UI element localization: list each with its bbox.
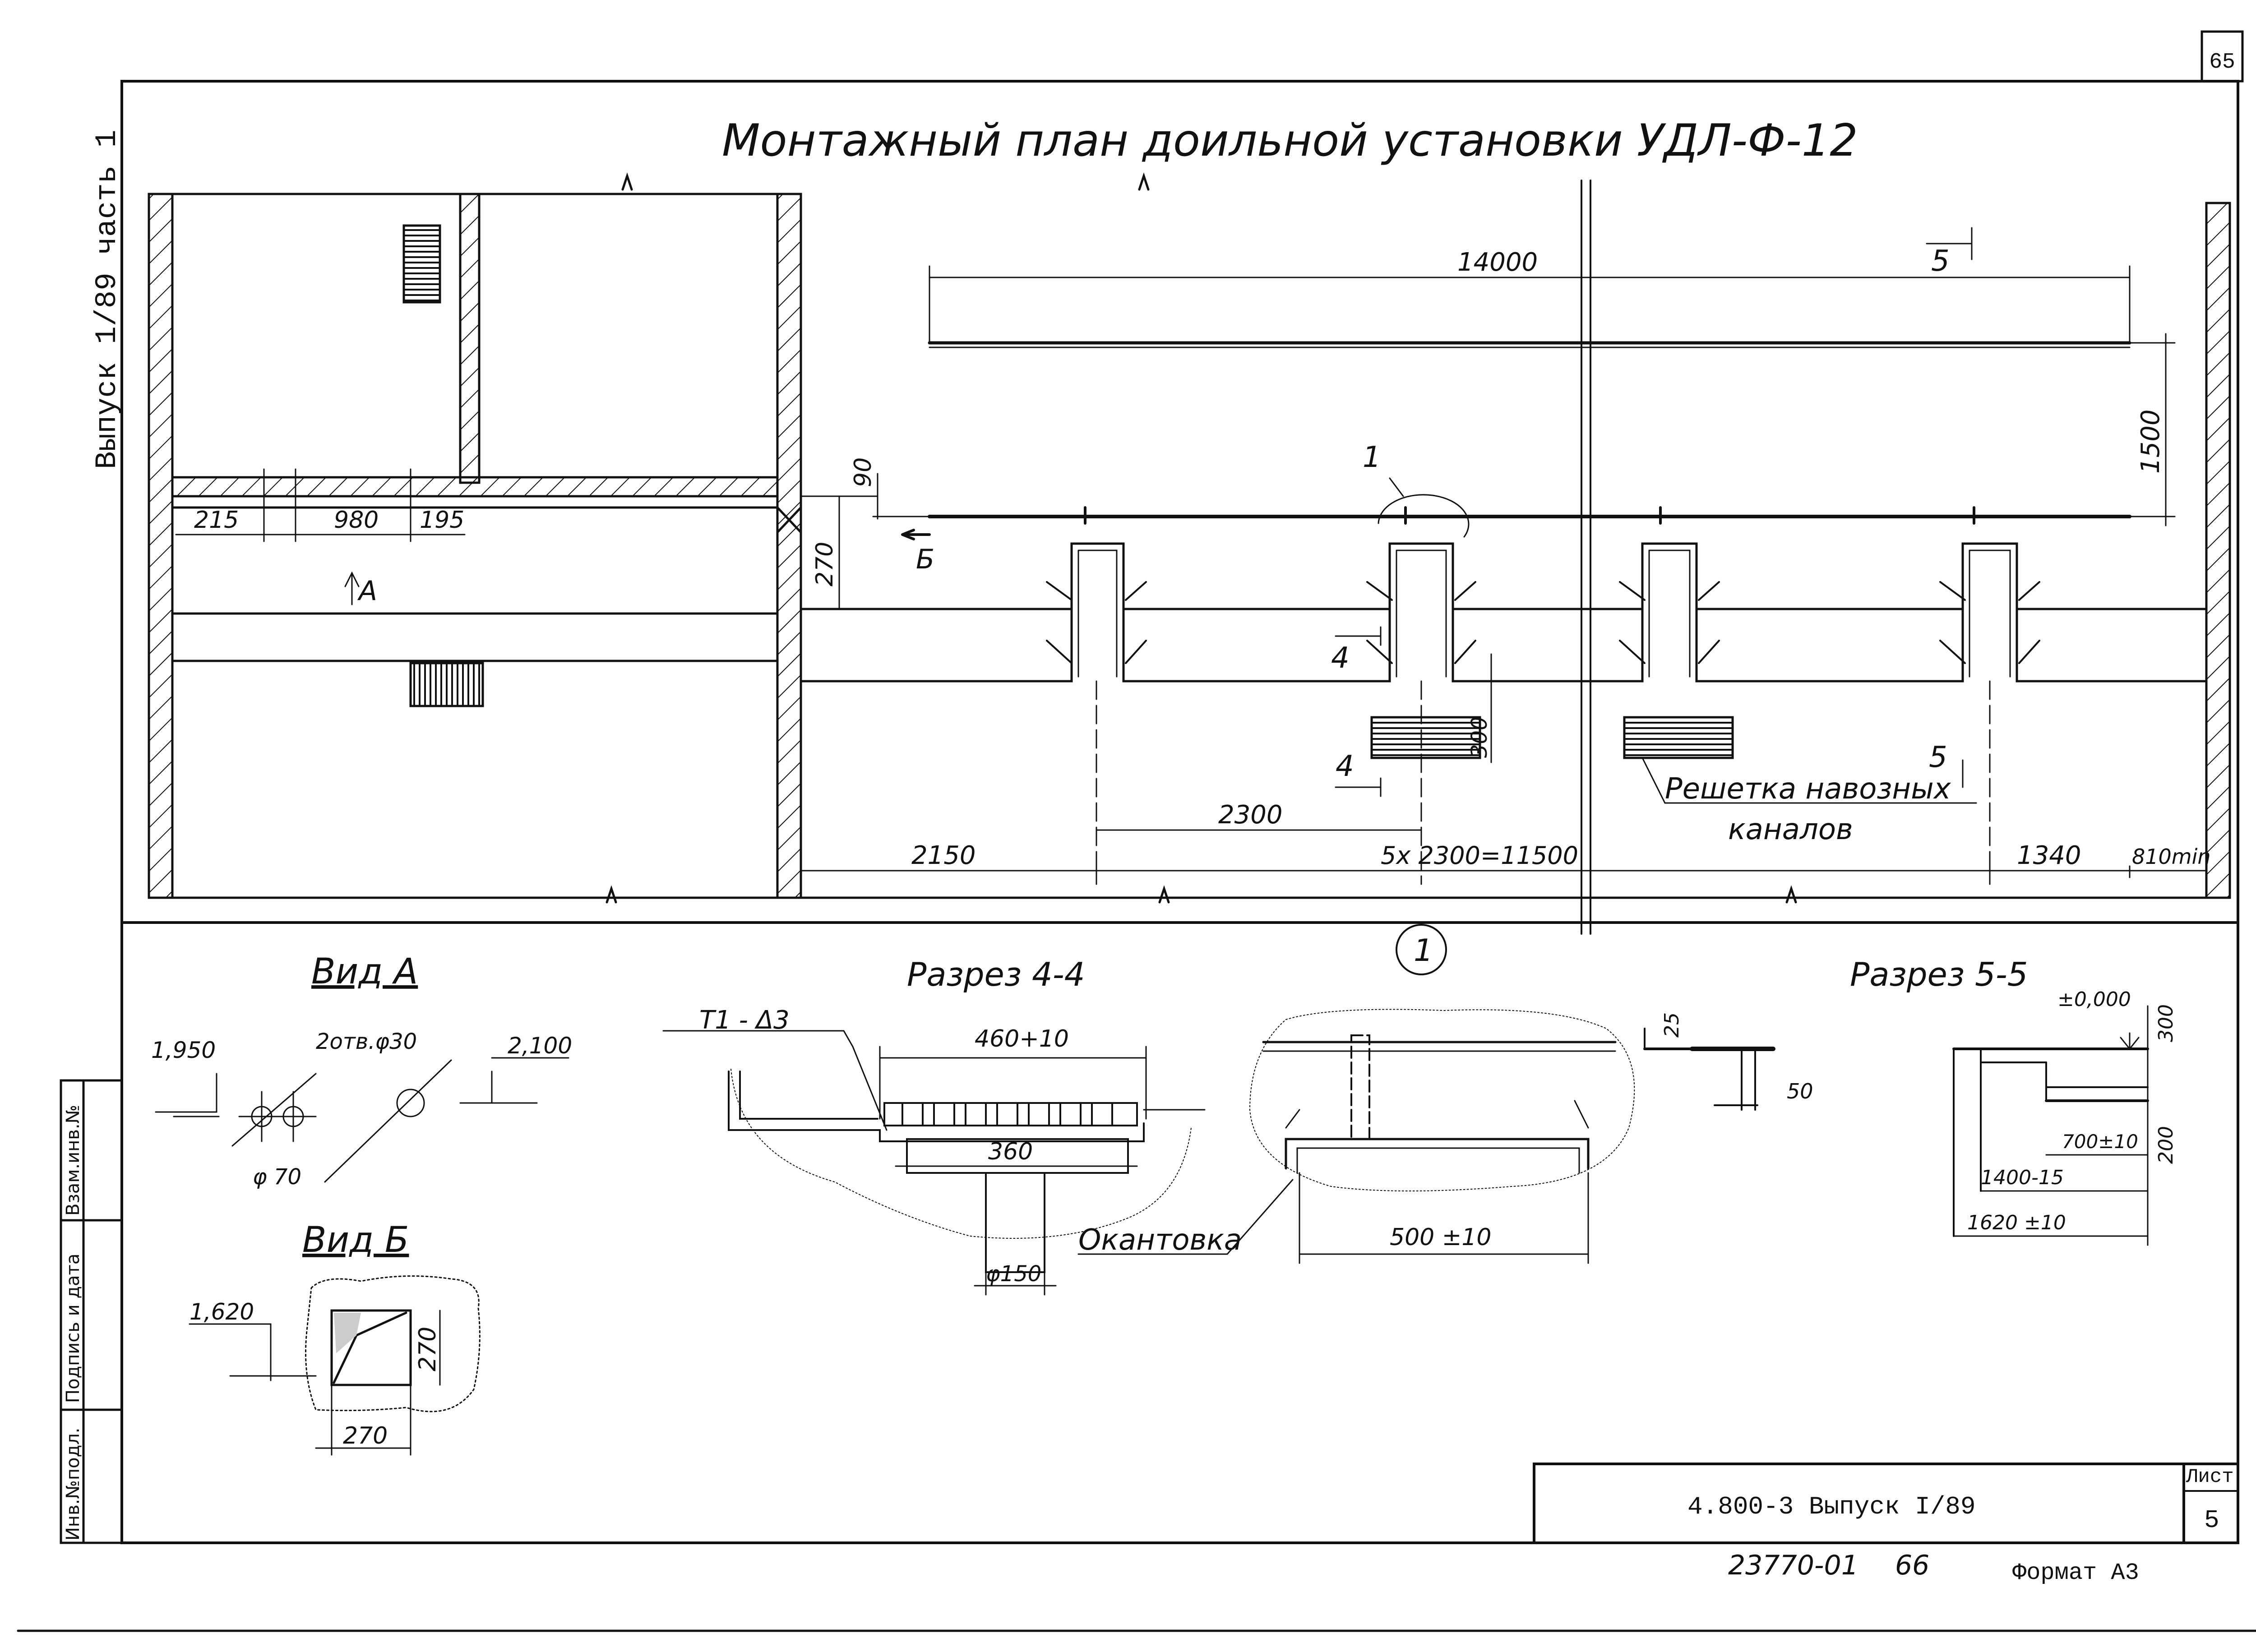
detail-callout-number: 1 [1414, 933, 1433, 969]
drawing-frame [120, 80, 2239, 1544]
section-4-mark-bottom: 4 [1336, 750, 1354, 783]
s55-dim-1400: 1400-15 [1981, 1166, 2064, 1189]
dim-1500: 1500 [2136, 409, 2165, 474]
dim-195: 195 [420, 507, 464, 534]
view-a-marker: А [357, 575, 377, 607]
dim-90: 90 [850, 457, 877, 487]
edging-label: Окантовка [1078, 1223, 1242, 1257]
grate-2 [1623, 716, 1734, 759]
page-number-box [2201, 30, 2244, 83]
section-4-mark-top: 4 [1331, 641, 1350, 675]
view-b-drawing [189, 1275, 481, 1456]
dim-2150: 2150 [911, 841, 976, 870]
drawing-title: Монтажный план доильной установки УДЛ-Ф-… [722, 115, 1858, 166]
view-a-title: Вид А [311, 951, 418, 992]
section-4-4-tag: Т1 - Δ3 [699, 1006, 790, 1035]
side-label: Выпуск 1/89 часть 1 [90, 129, 124, 469]
plan-walls [148, 193, 2231, 899]
dim-2300: 2300 [1218, 800, 1283, 830]
vent-lower [409, 662, 484, 707]
stamp-replace-inv: Взам.инв.№ [63, 1105, 83, 1216]
s55-dim-1620: 1620 ±10 [1967, 1211, 2066, 1234]
section-5-mark-top: 5 [1931, 245, 1950, 278]
view-a-elev-1: 1,950 [151, 1037, 216, 1063]
view-b-title: Вид Б [302, 1220, 409, 1260]
s55-dim-300: 300 [2154, 1004, 2177, 1042]
view-b-dim-v: 270 [414, 1327, 441, 1371]
stamp-signature-date: Подпись и дата [63, 1254, 83, 1403]
vent-upper [402, 224, 441, 304]
dim-5x2300: 5х 2300=11500 [1381, 841, 1578, 870]
dim-460: 460+10 [975, 1025, 1069, 1052]
view-a-elev-2: 2,100 [508, 1033, 572, 1059]
view-a-holes: 2отв.φ30 [316, 1029, 417, 1054]
dim-215: 215 [194, 507, 239, 534]
sheet-label: Лист [2186, 1466, 2234, 1488]
s55-dim-700: 700±10 [2062, 1131, 2138, 1153]
view-b-marker: Б [916, 544, 934, 575]
dim-1340: 1340 [2017, 841, 2081, 870]
paper-format: Формат А3 [2012, 1560, 2139, 1586]
sheet-number: 5 [2204, 1506, 2219, 1535]
plan-callout-1: 1 [1363, 441, 1381, 474]
section-5-5-title: Разрез 5-5 [1850, 955, 2028, 993]
s55-dim-25: 25 [1660, 1012, 1683, 1038]
archive-number: 23770-01 [1728, 1550, 1858, 1581]
dim-270: 270 [811, 542, 838, 586]
section-4-4-drawing [662, 1030, 1206, 1296]
dim-980: 980 [334, 507, 379, 534]
section-5-mark-bottom: 5 [1929, 741, 1947, 774]
view-a-diameter: φ 70 [253, 1164, 301, 1190]
s55-dim-50: 50 [1787, 1079, 1813, 1103]
dim-150: φ150 [986, 1261, 1041, 1287]
view-a-drawing [155, 1057, 569, 1183]
dim-810: 810min [2132, 844, 2211, 869]
section-5-5-drawing [1643, 1005, 2149, 1246]
s55-dim-200: 200 [2154, 1126, 2177, 1164]
dim-360: 360 [988, 1138, 1033, 1165]
detail-1-drawing [1077, 924, 1635, 1264]
view-b-dim-h: 270 [343, 1422, 388, 1449]
footer-page: 66 [1895, 1550, 1929, 1581]
side-stamp [60, 1079, 123, 1544]
grate-label-line2: каналов [1728, 813, 1853, 846]
document-code: 4.800-3 Выпуск I/89 [1687, 1492, 1976, 1521]
view-b-elev: 1,620 [190, 1299, 254, 1325]
stamp-inv-podl: Инв.№подл. [63, 1427, 83, 1541]
dim-14000: 14000 [1457, 248, 1538, 277]
grate-1 [1370, 716, 1481, 759]
section-4-4-title: Разрез 4-4 [907, 955, 1085, 993]
dim-300: 300 [1467, 716, 1492, 758]
manure-channel [800, 506, 2208, 885]
title-block [1533, 1463, 2239, 1544]
page-number: 65 [2209, 50, 2235, 74]
dim-500: 500 ±10 [1390, 1224, 1492, 1251]
s55-elev: ±0,000 [2057, 988, 2131, 1011]
grate-label-line1: Решетка навозных [1665, 772, 1951, 806]
